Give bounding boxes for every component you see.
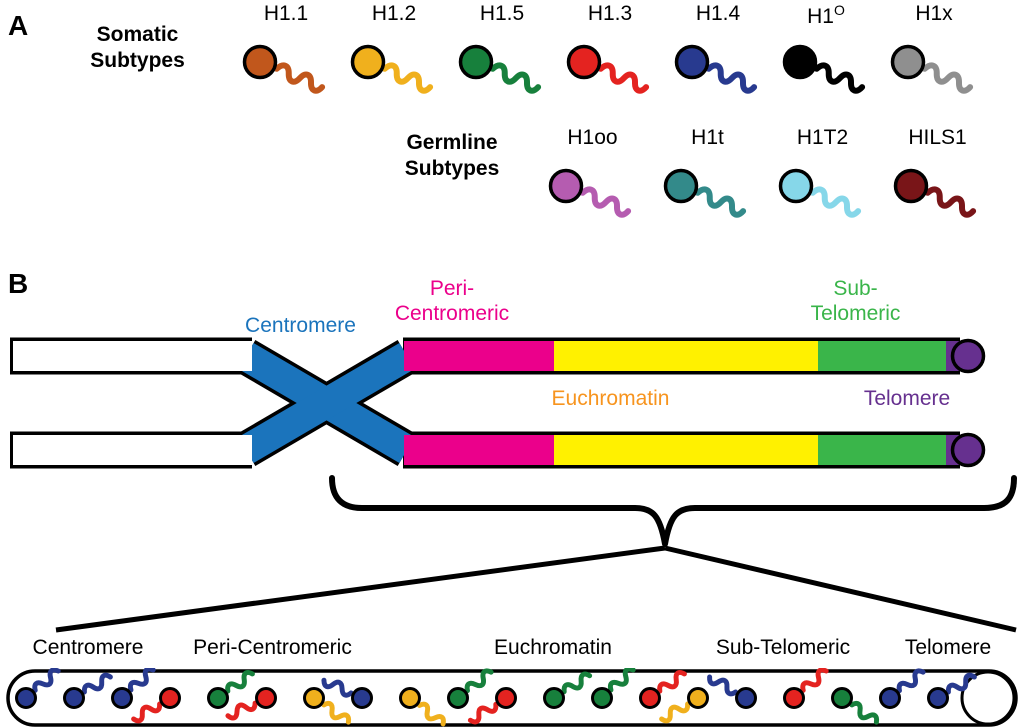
nucleosome-histone-icon <box>111 668 156 709</box>
somatic-subtypes-title: Somatic Subtypes <box>80 22 195 74</box>
telomere-cap <box>950 432 986 468</box>
histone-icon <box>890 44 973 94</box>
histone-subtype-h1.4: H1.4 <box>664 2 772 94</box>
nucleosome-histone-icon <box>131 687 181 724</box>
chromosome-bands <box>13 341 966 465</box>
somatic-subtypes-row: H1.1 H1.2 H1.5 H1.3 H1.4 H1O H1x <box>232 2 988 94</box>
subtelomeric-label-line1: Sub- <box>833 277 878 300</box>
germline-title-line2: Subtypes <box>404 157 500 180</box>
nucleosome-histone-icon <box>467 687 517 725</box>
nucleosome-histone-icon <box>225 687 277 721</box>
histone-subtype-label: H1.4 <box>695 2 741 25</box>
histone-subtype-h1.5: H1.5 <box>448 2 556 94</box>
centromere-label: Centromere <box>245 314 356 337</box>
nucleosome-histone-icon <box>15 668 61 709</box>
histone-icon <box>782 44 865 94</box>
zoom-line-right <box>664 545 1017 633</box>
nucleosome-histone-icon <box>447 668 494 709</box>
chromatin-zoom-capsule <box>6 668 1018 727</box>
histone-icon <box>548 168 632 218</box>
zoom-label-centromere: Centromere <box>32 636 144 659</box>
histone-subtype-h1o: H1O <box>772 2 880 94</box>
pericentromeric-label-line2: Centromeric <box>394 302 510 325</box>
histone-subtype-label: H1.1 <box>263 2 309 25</box>
zoom-label-euchromatin: Euchromatin <box>494 636 612 659</box>
telomere-cap <box>950 338 986 374</box>
histone-subtype-label: H1.3 <box>587 2 633 25</box>
histone-subtype-label: H1oo <box>567 126 618 149</box>
germline-subtypes-row: H1oo H1t H1T2 HILS1 <box>535 126 995 218</box>
histone-subtype-h1.2: H1.2 <box>340 2 448 94</box>
histone-subtype-label: H1t <box>691 126 724 149</box>
zoom-label-subtelomeric: Sub-Telomeric <box>715 636 851 659</box>
subtelomeric-label-line2: Telomeric <box>810 302 901 325</box>
telomere-label: Telomere <box>863 387 951 410</box>
histone-subtype-label: H1O <box>807 2 845 28</box>
germline-subtypes-title: Germline Subtypes <box>392 130 512 182</box>
histone-subtype-hils1: HILS1 <box>880 126 995 218</box>
histone-icon <box>350 44 433 94</box>
nucleosome-histone-icon <box>783 668 829 709</box>
histone-icon <box>674 44 757 94</box>
nucleosome-histone-icon <box>543 671 593 709</box>
capsule-histones <box>15 668 977 727</box>
centromere-band <box>238 343 415 463</box>
nucleosome-histone-icon <box>399 687 446 727</box>
histone-icon <box>663 168 747 218</box>
nucleosome-histone-icon <box>879 668 926 709</box>
nucleosome-histone-icon <box>321 677 373 709</box>
zoom-label-pericentromeric: Peri-Centromeric <box>193 636 352 659</box>
histone-subtype-h1t2: H1T2 <box>765 126 880 218</box>
histone-icon <box>566 44 649 94</box>
histone-subtype-h1.1: H1.1 <box>232 2 340 94</box>
nucleosome-histone-icon <box>927 672 977 709</box>
nucleosome-histone-icon <box>831 687 880 725</box>
histone-subtype-label: H1.2 <box>371 2 417 25</box>
nucleosome-histone-icon <box>207 670 255 709</box>
panel-b-label: B <box>8 268 29 299</box>
nucleosome-histone-icon <box>659 687 709 724</box>
nucleosome-histone-icon <box>591 668 636 709</box>
histone-subtype-label: H1x <box>915 2 953 25</box>
nucleosome-histone-icon <box>303 687 352 725</box>
curly-brace <box>329 475 1017 547</box>
pericentromeric-label: Peri- Centromeric <box>382 276 522 326</box>
histone-subtype-h1.3: H1.3 <box>556 2 664 94</box>
histone-icon <box>893 168 977 218</box>
histone-icon <box>458 44 541 94</box>
histone-subtype-label: H1.5 <box>479 2 525 25</box>
nucleosome-histone-icon <box>707 674 757 709</box>
panel-a-label: A <box>8 10 29 41</box>
zoom-brace <box>55 475 1017 633</box>
subtelomeric-label: Sub- Telomeric <box>788 276 923 326</box>
germline-title-line1: Germline <box>406 131 498 154</box>
histone-subtype-label: HILS1 <box>908 126 967 149</box>
histone-subtype-h1oo: H1oo <box>535 126 650 218</box>
nucleosome-histone-icon <box>639 670 687 709</box>
histone-subtype-h1x: H1x <box>880 2 988 94</box>
nucleosome-histone-icon <box>63 672 113 709</box>
histone-subtype-h1t: H1t <box>650 126 765 218</box>
histone-subtype-label: H1T2 <box>796 126 849 149</box>
zoom-line-left <box>55 545 666 633</box>
capsule-telomere-cap <box>960 670 1016 726</box>
histone-icon <box>778 168 862 218</box>
zoom-label-telomere: Telomere <box>904 636 992 659</box>
pericentromeric-label-line1: Peri- <box>429 277 475 300</box>
somatic-title-line2: Subtypes <box>90 49 185 72</box>
chromosome-diagram <box>10 337 986 469</box>
somatic-title-line1: Somatic <box>96 23 179 46</box>
euchromatin-label: Euchromatin <box>551 387 670 410</box>
histone-icon <box>242 44 325 94</box>
